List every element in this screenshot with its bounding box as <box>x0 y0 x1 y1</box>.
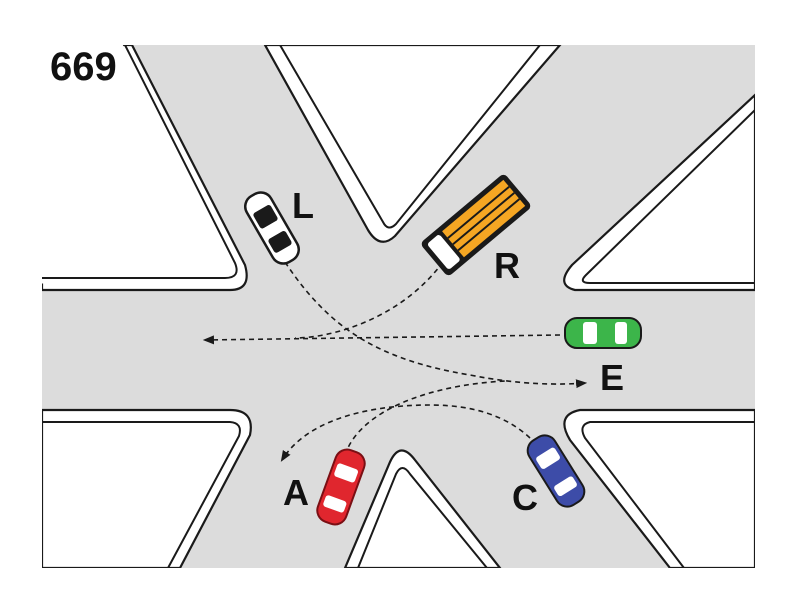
question-number: 669 <box>50 45 117 89</box>
label-C: C <box>512 477 538 518</box>
label-R: R <box>494 245 520 286</box>
label-L: L <box>292 185 314 226</box>
car-E <box>565 318 641 348</box>
road-surface <box>42 45 755 568</box>
label-E: E <box>600 357 624 398</box>
label-A: A <box>283 472 309 513</box>
